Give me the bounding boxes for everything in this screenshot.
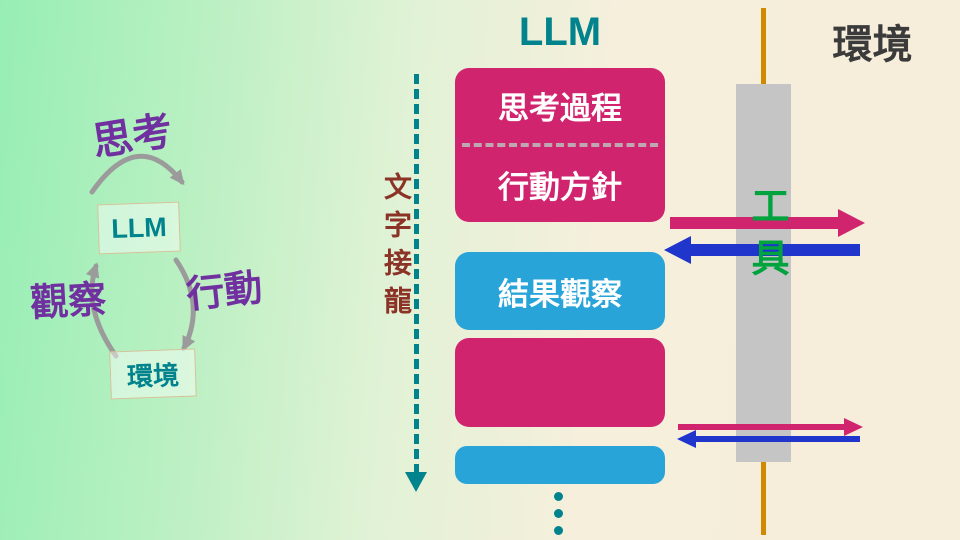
tool-result-arrow-top [690,244,860,256]
tool-call-arrow-top [670,217,840,229]
tool-call-arrow-bottom [678,424,846,430]
observe-arrow [85,262,119,359]
llm-column-header: LLM [518,10,602,54]
box-divider [462,143,658,147]
cycle-arrows-graphic [85,154,196,359]
think-loop-arrow [89,154,185,195]
thought-process-label: 思考過程 [498,91,622,126]
ellipsis-dot [554,492,563,501]
ellipsis-dot [554,509,563,518]
ellipsis-dot [554,526,563,535]
act-arrow [173,257,196,352]
tool-call-arrowhead-bottom-icon [844,418,863,436]
environment-column-header: 環境 [832,23,913,67]
text-relay-label: 文字接龍 [381,172,412,324]
timeline-arrowhead-icon [405,472,427,492]
cycle-think-label: 思考 [89,108,176,165]
tool-label: 工具 [745,186,787,290]
cycle-observe-label: 觀察 [29,279,108,325]
text-relay-timeline-arrow [414,74,419,474]
cycle-act-label: 行動 [184,267,265,317]
tool-result-arrow-bottom [696,436,860,442]
action-plan-label: 行動方針 [498,170,622,205]
tool-bar [736,84,791,462]
tool-result-arrowhead-bottom-icon [677,430,696,448]
cycle-llm-node: LLM [97,201,181,255]
cycle-environment-node: 環境 [109,348,197,400]
observation-box: 結果觀察 [455,252,665,330]
thought-action-box: 思考過程 行動方針 [455,68,665,222]
observation-box-empty [455,446,665,484]
tool-result-arrowhead-top-icon [664,236,691,264]
vertical-ellipsis-icon [554,492,563,535]
thought-action-box-empty [455,338,665,427]
tool-call-arrowhead-top-icon [838,209,865,237]
